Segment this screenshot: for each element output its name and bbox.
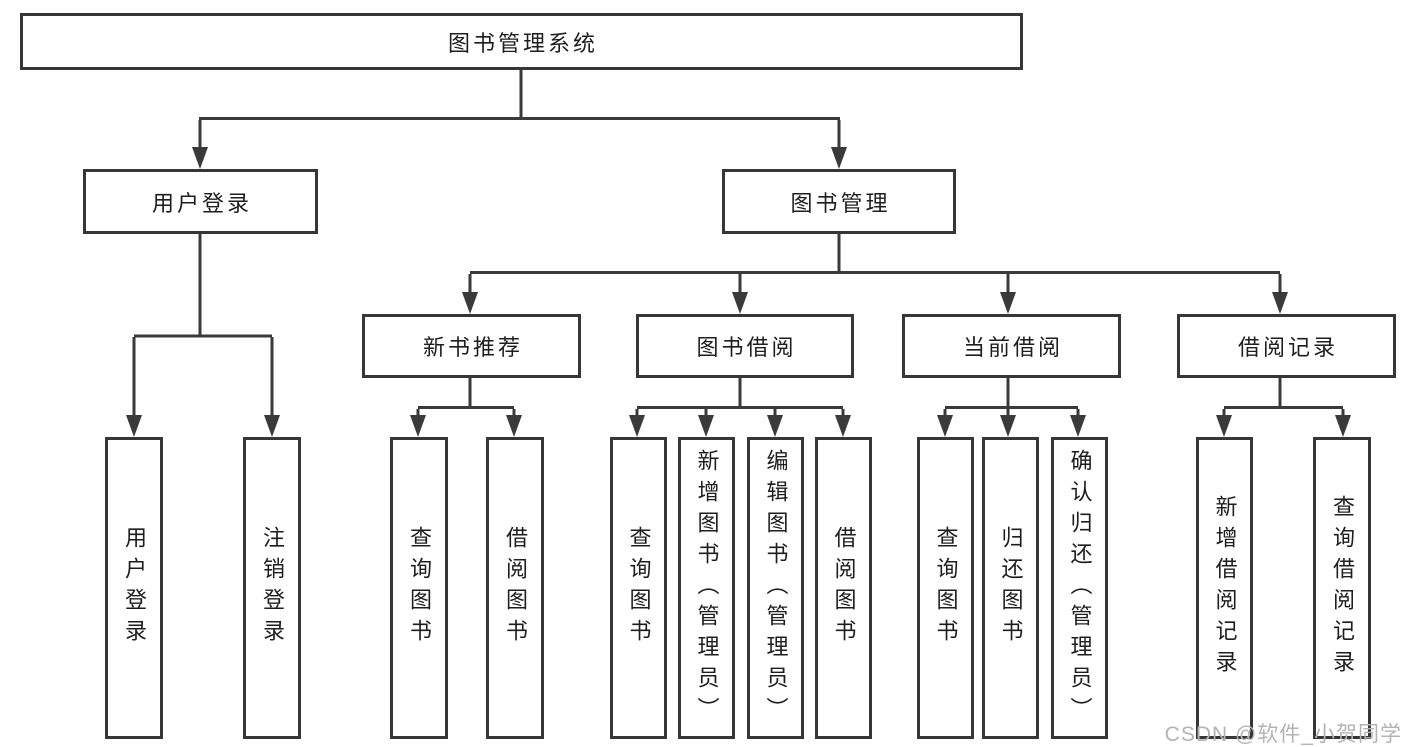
leaf-add-borrow-record-label: 新增借阅记录: [1212, 495, 1238, 681]
leaf-edit-book-admin: 编辑图书（管理员）: [747, 437, 804, 739]
leaf-borrow-books-label: 借阅图书: [831, 526, 857, 650]
node-new-book-recommend: 新书推荐: [362, 314, 581, 378]
leaf-add-book-admin-label: 新增图书（管理员）: [694, 448, 720, 728]
node-current-borrow-label: 当前借阅: [962, 335, 1063, 360]
leaf-current-query-books-label: 查询图书: [933, 526, 959, 650]
leaf-add-borrow-record: 新增借阅记录: [1196, 437, 1253, 739]
leaf-recommend-query-books-label: 查询图书: [407, 526, 432, 650]
node-borrow-records-label: 借阅记录: [1237, 335, 1338, 360]
root-node-label: 图书管理系统: [447, 30, 598, 56]
leaf-recommend-borrow-books-label: 借阅图书: [503, 526, 528, 650]
node-book-management-label: 图书管理: [790, 190, 891, 216]
leaf-recommend-borrow-books: 借阅图书: [486, 437, 544, 739]
node-user-login-label: 用户登录: [151, 190, 252, 216]
node-user-login: 用户登录: [83, 169, 318, 234]
leaf-confirm-return-admin: 确认归还（管理员）: [1051, 437, 1108, 739]
leaf-edit-book-admin-label: 编辑图书（管理员）: [763, 448, 789, 728]
node-book-management: 图书管理: [722, 169, 956, 234]
connector-current: [937, 378, 1086, 437]
node-current-borrow: 当前借阅: [902, 314, 1121, 378]
leaf-borrow-query-books-label: 查询图书: [626, 526, 652, 650]
leaf-add-book-admin: 新增图书（管理员）: [678, 437, 735, 739]
connector-records: [1216, 378, 1351, 437]
node-new-book-recommend-label: 新书推荐: [422, 335, 523, 360]
connector-management: [462, 234, 1288, 314]
leaf-return-book-label: 归还图书: [998, 526, 1024, 650]
connector-borrow: [629, 378, 851, 437]
node-book-borrow: 图书借阅: [636, 314, 854, 378]
leaf-borrow-books: 借阅图书: [815, 437, 872, 739]
node-book-borrow-label: 图书借阅: [696, 335, 797, 360]
leaf-user-login: 用户登录: [105, 437, 163, 739]
leaf-borrow-query-books: 查询图书: [610, 437, 667, 739]
leaf-user-login-label: 用户登录: [122, 526, 147, 650]
leaf-query-borrow-record: 查询借阅记录: [1313, 437, 1371, 739]
node-borrow-records: 借阅记录: [1177, 314, 1396, 378]
leaf-current-query-books: 查询图书: [917, 437, 974, 739]
leaf-query-borrow-record-label: 查询借阅记录: [1330, 495, 1355, 681]
connector-recommend: [410, 378, 522, 437]
connector-root: [192, 70, 847, 169]
leaf-logout: 注销登录: [243, 437, 301, 739]
leaf-confirm-return-admin-label: 确认归还（管理员）: [1067, 448, 1093, 728]
root-node: 图书管理系统: [20, 13, 1023, 70]
leaf-return-book: 归还图书: [982, 437, 1039, 739]
connector-login: [126, 234, 280, 437]
leaf-recommend-query-books: 查询图书: [390, 437, 448, 739]
leaf-logout-label: 注销登录: [260, 526, 285, 650]
csdn-watermark: CSDN @软件_小贺同学: [1164, 723, 1402, 746]
